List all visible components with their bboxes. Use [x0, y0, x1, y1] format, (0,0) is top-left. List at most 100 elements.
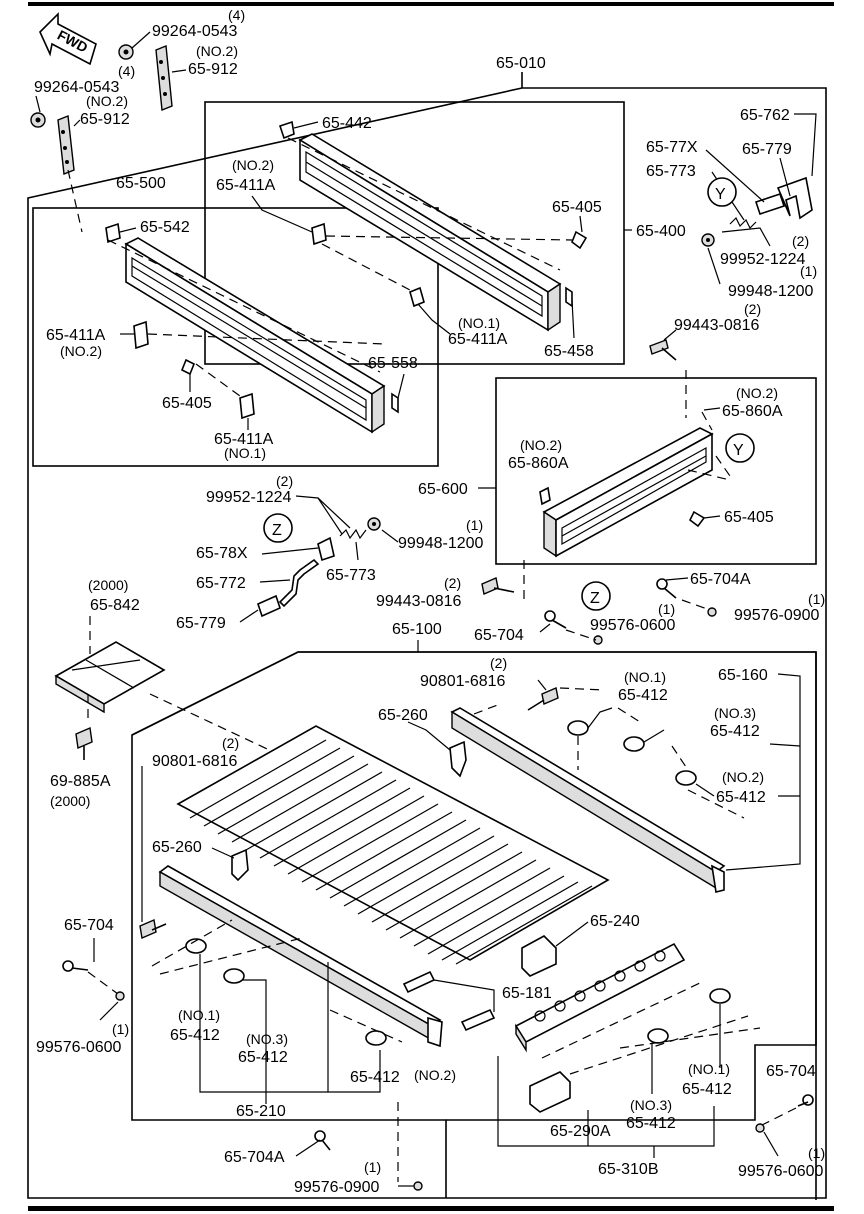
clip-65-411a-mid	[409, 286, 425, 308]
label: 65-010	[496, 55, 546, 72]
label: 65-405	[724, 509, 774, 526]
label: (1)	[658, 601, 675, 617]
nut-99576-0900-bottom	[413, 1181, 423, 1191]
label: 65-704	[64, 917, 114, 934]
label: 65-412	[618, 687, 668, 704]
label: 65-860A	[722, 403, 783, 420]
label: (4)	[228, 7, 245, 23]
label: 65-912	[188, 61, 238, 78]
label: 99443-0816	[376, 593, 462, 610]
bolt-65-704-left	[62, 960, 89, 972]
label: 65-160	[718, 667, 768, 684]
label: (2)	[744, 301, 761, 317]
clip-65-405-left	[180, 358, 196, 376]
bolt-65-704-mid	[544, 610, 567, 629]
label: 65-412	[626, 1115, 676, 1132]
label: 65-181	[502, 985, 552, 1002]
fwd-arrow-icon: FWD	[39, 12, 97, 66]
nut-99576-0600-left	[115, 991, 125, 1001]
labels: (4) 99264-0543 (NO.2) (4) 65-912 99264-0…	[34, 7, 825, 1196]
svg-text:Y: Y	[715, 186, 726, 203]
clip-65-860a-left	[539, 486, 551, 506]
label: 65-912	[80, 111, 130, 128]
label: (2000)	[88, 577, 128, 593]
label: (2)	[792, 233, 809, 249]
label: 99576-0600	[590, 617, 676, 634]
nut-99576-0600-mid	[593, 635, 603, 645]
bolt-65-704a-bottom	[314, 1130, 331, 1151]
pad-65-412-no1-right	[709, 988, 731, 1004]
bracket-65-78x	[317, 536, 335, 562]
bracket-65-290a	[529, 1071, 571, 1113]
label: (NO.2)	[520, 437, 562, 453]
bolt-90801-bottom	[139, 919, 167, 939]
marker-y-mid: Y	[725, 433, 755, 463]
bracket-65-260-top	[449, 740, 467, 778]
label: 65-762	[740, 107, 790, 124]
deck-65-100	[176, 725, 610, 965]
label: 65-100	[392, 621, 442, 638]
clip-65-405-top	[571, 230, 588, 250]
label: (NO.1)	[224, 445, 266, 461]
bottom-rule	[28, 1206, 834, 1211]
panel-65-842	[54, 641, 166, 714]
nut-99576-0900-top	[707, 607, 717, 617]
label: 65-405	[162, 395, 212, 412]
label: (NO.2)	[86, 93, 128, 109]
label: 65-704	[766, 1063, 816, 1080]
label: (NO.2)	[60, 343, 102, 359]
label: 90801-6816	[152, 753, 238, 770]
label: 99952-1224	[206, 489, 292, 506]
label: 99443-0816	[674, 317, 760, 334]
label: 65-542	[140, 219, 190, 236]
label: 65-773	[326, 567, 376, 584]
label: 65-77X	[646, 139, 698, 156]
box-65-600	[495, 377, 817, 565]
svg-text:Y: Y	[733, 442, 744, 459]
pad-65-412-no2-top	[675, 770, 697, 786]
label: 65-704	[474, 627, 524, 644]
bracket-65-912-lower	[57, 115, 75, 175]
pad-65-412-no3-bottom	[223, 968, 245, 984]
marker-y-top: Y	[707, 177, 737, 207]
top-rule	[28, 2, 834, 6]
label: 99576-0600	[36, 1039, 122, 1056]
label: (2000)	[50, 793, 90, 809]
label: 65-600	[418, 481, 468, 498]
label: 99576-0900	[734, 607, 820, 624]
nut-99264-upper	[118, 44, 134, 60]
label: 65-240	[590, 913, 640, 930]
clip-65-411a-top	[311, 222, 327, 246]
label: 65-412	[350, 1069, 400, 1086]
label: 65-772	[196, 575, 246, 592]
label: (NO.3)	[714, 705, 756, 721]
label: (NO.1)	[178, 1007, 220, 1023]
label: 65-779	[742, 141, 792, 158]
label: 65-704A	[690, 571, 751, 588]
rail-65-310b	[514, 942, 686, 1053]
label: (4)	[118, 63, 135, 79]
rod-65-772	[278, 558, 320, 608]
label: 65-458	[544, 343, 594, 360]
pad-65-412-no1-top	[567, 720, 589, 736]
screw-99443-top	[649, 339, 677, 361]
strip-65-181-lower	[460, 1008, 496, 1032]
nut-99576-0600-right	[755, 1123, 765, 1133]
label: 65-412	[170, 1027, 220, 1044]
handle-65-762	[776, 176, 813, 220]
clip-65-411a-low	[239, 392, 255, 420]
label: 65-773	[646, 163, 696, 180]
panel-65-400	[298, 133, 562, 332]
label: 65-442	[322, 115, 372, 132]
label: (NO.3)	[630, 1097, 672, 1113]
label: 99576-0900	[294, 1179, 380, 1196]
box-65-400	[204, 101, 625, 365]
label: 99264-0543	[152, 23, 238, 40]
knob-65-779-mid	[257, 594, 281, 618]
label: (NO.3)	[246, 1031, 288, 1047]
label: (2)	[276, 473, 293, 489]
panel-65-600	[542, 427, 714, 558]
nut-99948-mid	[367, 517, 381, 531]
clip-65-458	[565, 286, 573, 308]
